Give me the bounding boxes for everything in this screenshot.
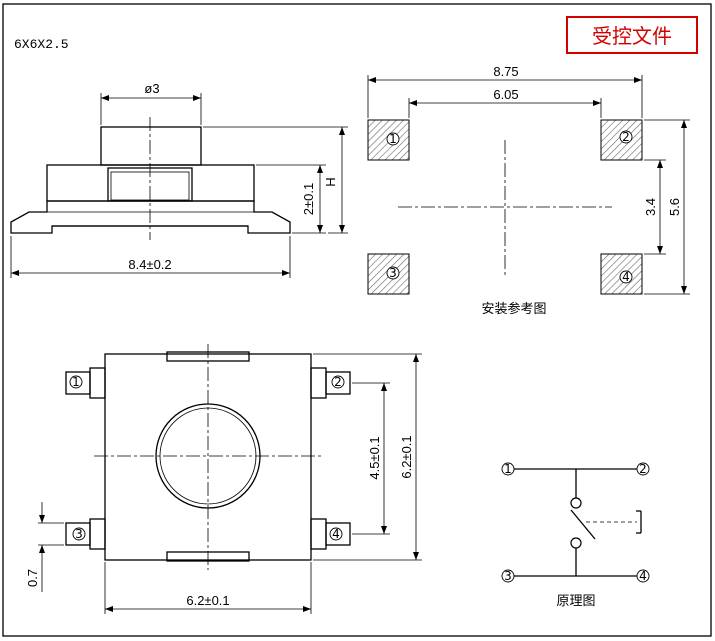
pad-inner-dim: 6.05: [493, 87, 518, 102]
schematic-pin-1: 1: [504, 462, 512, 476]
cap-diameter-dim: ø3: [144, 81, 159, 96]
pin-4-number: 4: [332, 527, 340, 541]
pin-1: 1: [65, 367, 106, 399]
drawing-border: [2, 3, 712, 637]
height-h-dim: H: [323, 177, 338, 186]
body-height-dim: 2±0.1: [301, 183, 316, 215]
body-height-top-dim: 6.2±0.1: [399, 435, 414, 478]
actuator-cap: [100, 126, 202, 166]
side-body: [46, 164, 255, 202]
mounting-reference: 1 2 3 4 8.75 6.05 3.4: [367, 64, 690, 317]
side-base: [10, 200, 291, 234]
mount-caption: 安装参考图: [481, 301, 546, 317]
schematic-pin-3: 3: [504, 569, 512, 583]
stamp-text: 受控文件: [592, 24, 672, 48]
pin-3-number: 3: [75, 527, 83, 541]
pad-4-number: 4: [622, 270, 630, 284]
pad-2-number: 2: [622, 130, 630, 144]
body-width-dim: 6.2±0.1: [186, 593, 229, 608]
pin-2-number: 2: [334, 375, 342, 389]
pin-3: 3: [65, 518, 106, 550]
schematic-caption: 原理图: [556, 594, 595, 609]
pin-2: 2: [310, 367, 351, 399]
controlled-document-stamp: 受控文件: [566, 16, 698, 54]
model-label: 6X6X2.5: [14, 37, 69, 52]
pin-4: 4: [310, 518, 351, 550]
pad-pitch-v-dim: 3.4: [643, 198, 658, 216]
switch-lever: [570, 509, 596, 540]
schematic: 1 2 3 4 原理图: [501, 462, 650, 609]
top-view: 1 2 3 4 4.5±0.1: [25, 344, 422, 614]
schematic-pin-4: 4: [639, 569, 647, 583]
pin-width-dim: 0.7: [25, 569, 40, 587]
side-view: ø3 8.4±0.2 2±0.1 H: [10, 81, 348, 278]
pad-1-number: 1: [389, 132, 397, 146]
overall-width-dim: 8.4±0.2: [128, 257, 171, 272]
schematic-pin-2: 2: [639, 462, 647, 476]
switch-contact-upper: [570, 497, 582, 509]
pad-3-number: 3: [389, 266, 397, 280]
pad-outer-v-dim: 5.6: [667, 198, 682, 216]
switch-contact-lower: [570, 537, 582, 549]
pin-1-number: 1: [72, 375, 80, 389]
pad-outer-dim: 8.75: [493, 64, 518, 79]
pin-pitch-dim: 4.5±0.1: [367, 436, 382, 479]
